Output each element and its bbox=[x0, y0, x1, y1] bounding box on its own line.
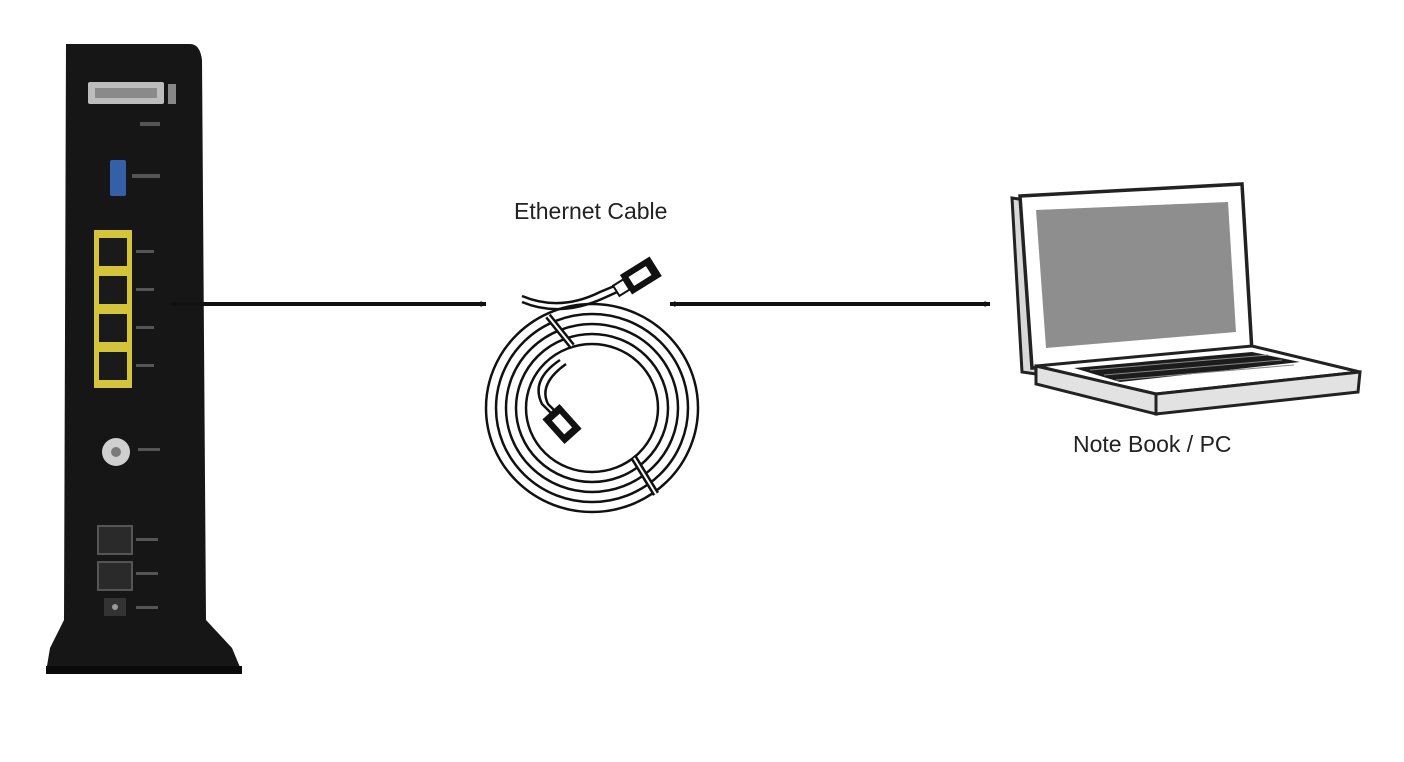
laptop-icon bbox=[1010, 182, 1362, 416]
ethernet-cable-label: Ethernet Cable bbox=[514, 198, 668, 224]
notebook-pc-label: Note Book / PC bbox=[1073, 431, 1232, 457]
ethernet-cable-icon bbox=[484, 256, 700, 514]
modem-router-icon bbox=[46, 44, 242, 674]
